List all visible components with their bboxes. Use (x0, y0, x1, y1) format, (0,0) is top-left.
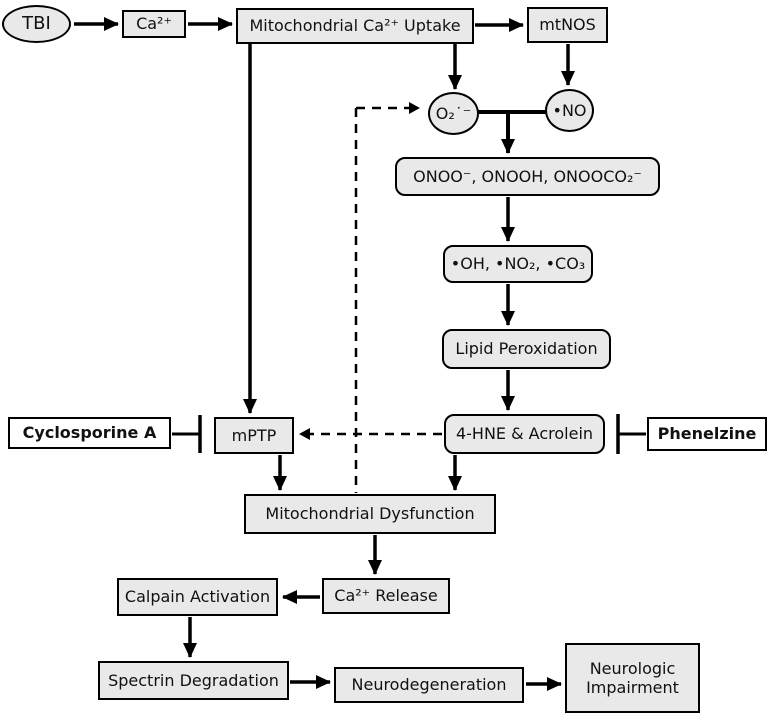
node-mptp: mPTP (214, 417, 294, 454)
node-radical-species: •OH, •NO₂, •CO₃ (443, 245, 593, 283)
node-mitochondrial-ca-uptake: Mitochondrial Ca²⁺ Uptake (236, 8, 474, 44)
node-peroxynitrite-species: ONOO⁻, ONOOH, ONOOCO₂⁻ (395, 157, 660, 196)
node-tbi: TBI (2, 5, 71, 43)
node-calcium: Ca²⁺ (122, 10, 186, 38)
node-nitric-oxide: •NO (545, 89, 594, 132)
node-phenelzine: Phenelzine (647, 417, 767, 451)
node-calpain-activation: Calpain Activation (117, 578, 278, 616)
node-neurodegeneration: Neurodegeneration (334, 667, 524, 703)
node-neurologic-impairment: Neurologic Impairment (565, 643, 700, 713)
node-spectrin-degradation: Spectrin Degradation (98, 661, 289, 700)
node-mitochondrial-dysfunction: Mitochondrial Dysfunction (244, 494, 496, 534)
node-cyclosporine-a: Cyclosporine A (8, 417, 171, 449)
node-mtnos: mtNOS (527, 7, 608, 43)
node-superoxide: O₂˙⁻ (428, 92, 479, 135)
node-hne-acrolein: 4-HNE & Acrolein (444, 414, 605, 454)
node-ca-release: Ca²⁺ Release (322, 578, 450, 614)
node-lipid-peroxidation: Lipid Peroxidation (442, 329, 611, 369)
